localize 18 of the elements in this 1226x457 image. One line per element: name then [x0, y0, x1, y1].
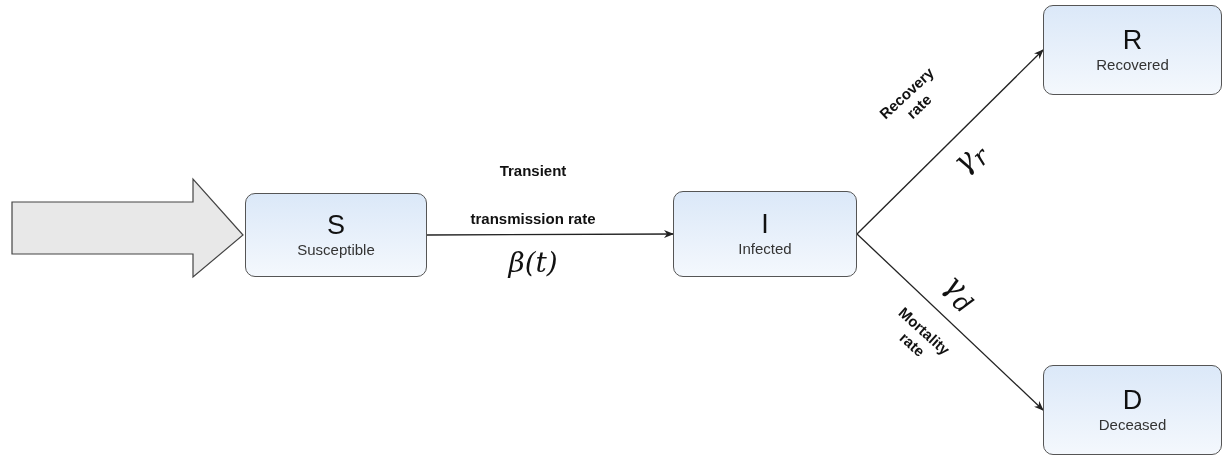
- compartment-name: Deceased: [1098, 415, 1167, 435]
- compartment-box: [1043, 365, 1222, 455]
- arrow: [426, 230, 674, 239]
- arrow: [856, 233, 1044, 411]
- compartment-symbol: D: [1122, 385, 1143, 415]
- edge-label: Transient transmission rate: [469, 161, 597, 229]
- block-arrow: [11, 177, 244, 279]
- compartment-symbol: R: [1122, 25, 1143, 55]
- compartment-name: Susceptible: [297, 240, 375, 260]
- compartment-box: [1043, 5, 1222, 95]
- compartment-symbol: S: [327, 210, 345, 240]
- compartment-symbol: I: [761, 209, 769, 239]
- compartment-name: Infected: [738, 239, 792, 259]
- arrow: [856, 49, 1044, 235]
- compartment-box: [673, 191, 857, 277]
- compartment-name: Recovered: [1096, 55, 1169, 75]
- rate-symbol: β(t): [508, 245, 558, 279]
- compartment-box: [245, 193, 427, 277]
